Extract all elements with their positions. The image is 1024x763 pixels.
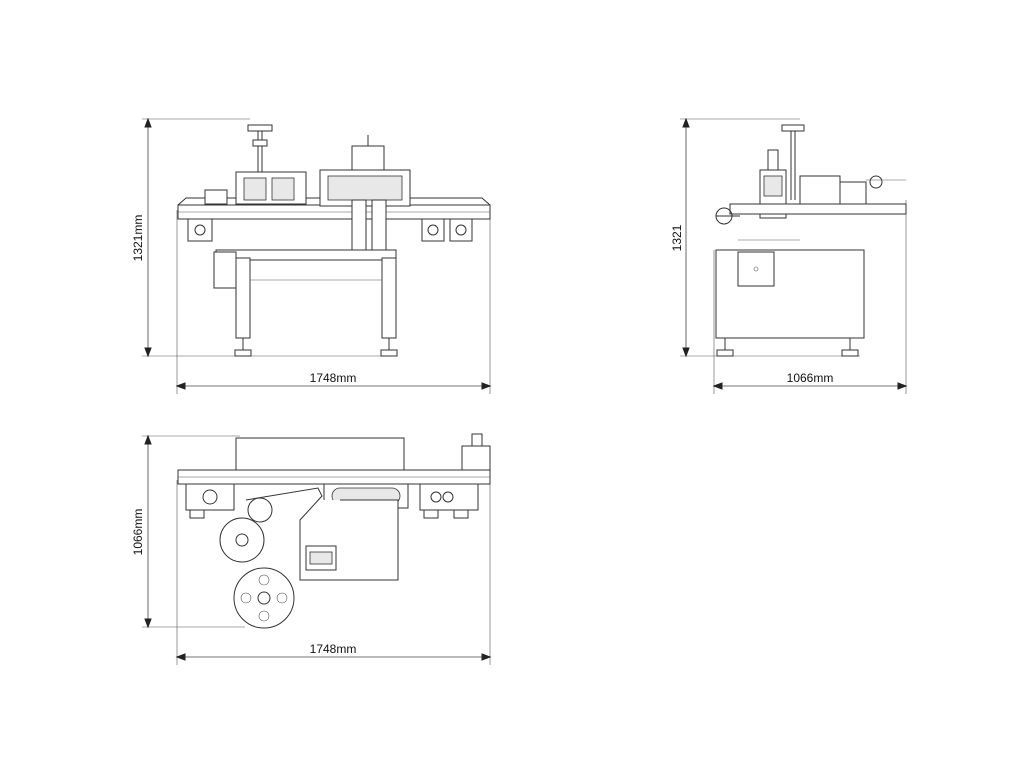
- top-machine: [177, 433, 491, 629]
- front-width-label: 1748mm: [310, 371, 357, 385]
- side-height-dimension: 1321: [670, 117, 860, 358]
- side-view: 1321 1066mm: [670, 117, 908, 394]
- side-width-label: 1066mm: [787, 371, 834, 385]
- front-height-label: 1321mm: [131, 215, 145, 262]
- side-machine: [715, 124, 907, 357]
- side-width-dimension: 1066mm: [712, 200, 908, 394]
- side-height-label: 1321: [670, 224, 684, 251]
- front-width-dimension: 1748mm: [175, 210, 492, 394]
- top-width-label: 1748mm: [310, 642, 357, 656]
- front-machine: [177, 124, 491, 357]
- top-view: 1066mm 1748mm: [131, 433, 492, 665]
- top-depth-dimension: 1066mm: [131, 434, 245, 629]
- top-width-dimension: 1748mm: [175, 480, 492, 665]
- top-depth-label: 1066mm: [131, 509, 145, 556]
- front-view: 1321mm 1748mm: [131, 117, 492, 394]
- front-height-dimension: 1321mm: [131, 117, 390, 358]
